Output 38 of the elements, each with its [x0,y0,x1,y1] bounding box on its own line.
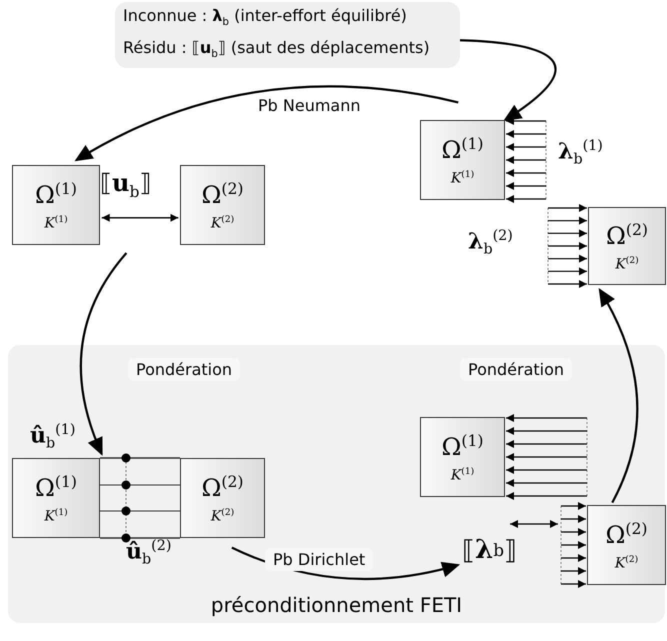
subdomain-label: Ω$^{(1)}$ [35,179,77,210]
subdomain-box [588,207,666,285]
subdomain-box [420,417,505,497]
subdomain-label: Ω$^{(1)}$ [35,472,77,502]
edge-label: Pb Dirichlet [265,548,374,571]
note-text: Résidu : ⟦u$_{b}$⟧ (saut des déplacements) [123,37,431,62]
subdomain-label: Ω$^{(2)}$ [202,179,244,210]
stiffness-label: K$^{(2)}$ [615,255,639,275]
note-panel [115,2,460,68]
subdomain-box [587,505,666,585]
subdomain-label: Ω$^{(1)}$ [442,431,484,462]
region-panel [8,345,665,623]
note-text: Inconnue : λ$_{b}$ (inter-effort équilibré) [123,4,408,30]
arrow [80,252,128,456]
subdomain-box [12,458,100,538]
stiffness-label: K$^{(2)}$ [210,214,234,234]
stiffness-label: K$^{(2)}$ [210,507,234,527]
edge-label: Pondération [128,358,240,381]
subdomain-label: Ω$^{(1)}$ [442,134,484,164]
arrow [598,288,638,504]
stiffness-label: K$^{(1)}$ [44,214,68,234]
region-title: préconditionnement FETI [210,593,464,617]
jump-label: ⟦u$_{b}$⟧ [99,168,152,201]
arrow [460,39,556,122]
stiffness-label: K$^{(1)}$ [450,466,474,486]
stiffness-label: K$^{(1)}$ [44,507,68,527]
subdomain-label: Ω$^{(2)}$ [606,519,648,550]
subdomain-label: Ω$^{(2)}$ [202,472,244,502]
stiffness-label: K$^{(2)}$ [614,554,638,574]
subdomain-box [12,165,100,245]
subdomain-label: Ω$^{(2)}$ [606,220,648,250]
edge-label: Pondération [460,358,572,381]
subdomain-box [180,458,265,538]
subdomain-box [180,165,265,245]
arrow [74,85,458,162]
subdomain-box [420,120,505,200]
stiffness-label: K$^{(1)}$ [450,169,474,189]
arrow [102,214,178,222]
